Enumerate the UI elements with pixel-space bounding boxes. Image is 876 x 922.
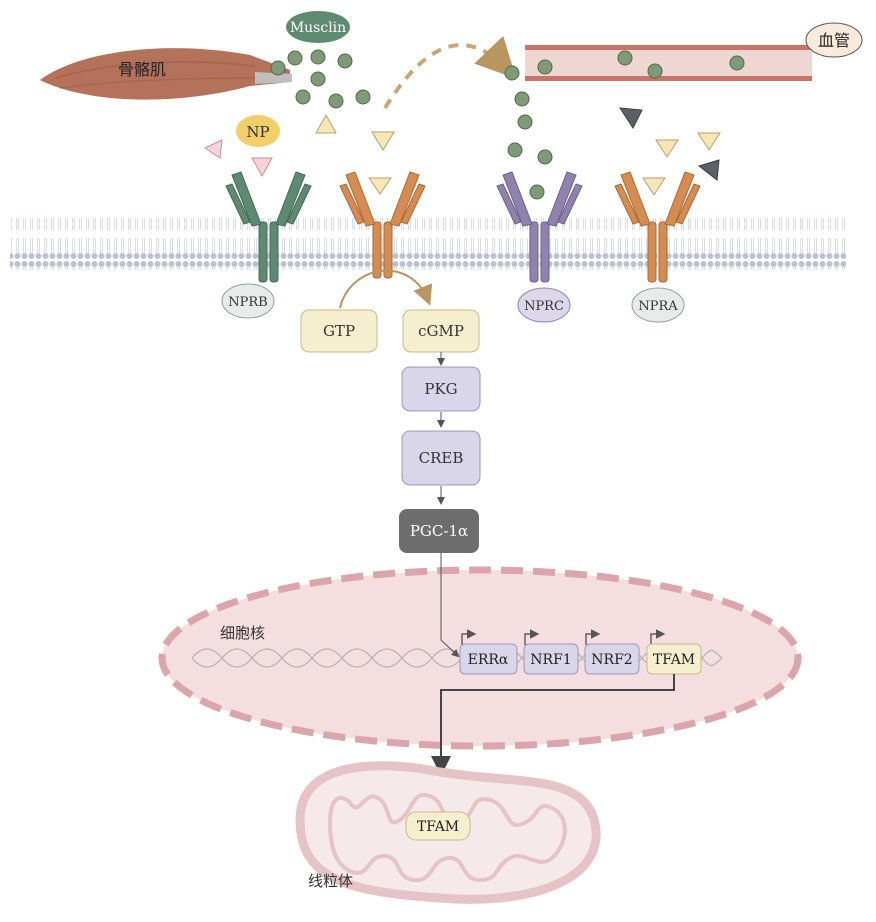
gene-label: ERRα xyxy=(468,652,509,668)
mitochondrion-label: 线粒体 xyxy=(308,872,353,890)
npra-receptor xyxy=(614,171,701,283)
tfam-mito-arrow xyxy=(431,674,675,776)
musclin-molecules xyxy=(270,49,745,200)
peptide-triangles xyxy=(203,107,721,196)
npra-label: NPRA xyxy=(638,299,678,314)
vessel-label: 血管 xyxy=(818,31,850,50)
muscle-label: 骨骼肌 xyxy=(118,60,166,79)
transport-arrow xyxy=(383,35,517,110)
blood-vessel xyxy=(525,45,812,81)
tfam-mito-box: TFAM xyxy=(405,811,471,841)
gene-nrf1: NRF1 xyxy=(523,643,579,675)
tfam-mito-label: TFAM xyxy=(417,819,459,835)
gene-tfam: TFAM xyxy=(646,643,702,675)
pgc-gene-arrow xyxy=(440,553,460,658)
nprb-label: NPRB xyxy=(228,295,267,310)
musclin-badge: Musclin xyxy=(286,11,350,43)
creb-label: CREB xyxy=(419,449,464,467)
pgc-label: PGC-1α xyxy=(410,522,468,540)
gtp-cgmp-arrow xyxy=(339,269,433,309)
cell-membrane xyxy=(10,218,846,270)
pkg-label: PKG xyxy=(424,380,457,398)
creb-box: CREB xyxy=(401,430,481,486)
pgc-box: PGC-1α xyxy=(399,509,479,553)
nprb-badge: NPRB xyxy=(221,283,275,319)
musclin-label: Musclin xyxy=(290,20,346,36)
nprb-receptor xyxy=(225,171,312,283)
gene-label: TFAM xyxy=(653,652,695,668)
cgmp-box: cGMP xyxy=(402,309,480,353)
npra-badge: NPRA xyxy=(631,287,685,323)
gene-errα: ERRα xyxy=(459,643,518,675)
gene-nrf2: NRF2 xyxy=(584,643,640,675)
nucleus-label: 细胞核 xyxy=(220,624,265,642)
npr-orange-receptor xyxy=(339,171,426,279)
nprc-receptor xyxy=(496,171,583,283)
gtp-label: GTP xyxy=(323,322,355,340)
cgmp-label: cGMP xyxy=(418,322,464,340)
gene-label: NRF1 xyxy=(530,652,571,668)
gtp-box: GTP xyxy=(300,309,378,353)
nprc-badge: NPRC xyxy=(517,287,571,323)
promoter-arrows xyxy=(461,629,666,645)
gene-label: NRF2 xyxy=(591,652,632,668)
pkg-box: PKG xyxy=(401,366,481,412)
nprc-label: NPRC xyxy=(524,299,564,314)
np-badge: NP xyxy=(236,115,280,147)
vessel-badge: 血管 xyxy=(805,22,863,58)
np-label: NP xyxy=(246,123,269,141)
skeletal-muscle xyxy=(40,48,292,100)
